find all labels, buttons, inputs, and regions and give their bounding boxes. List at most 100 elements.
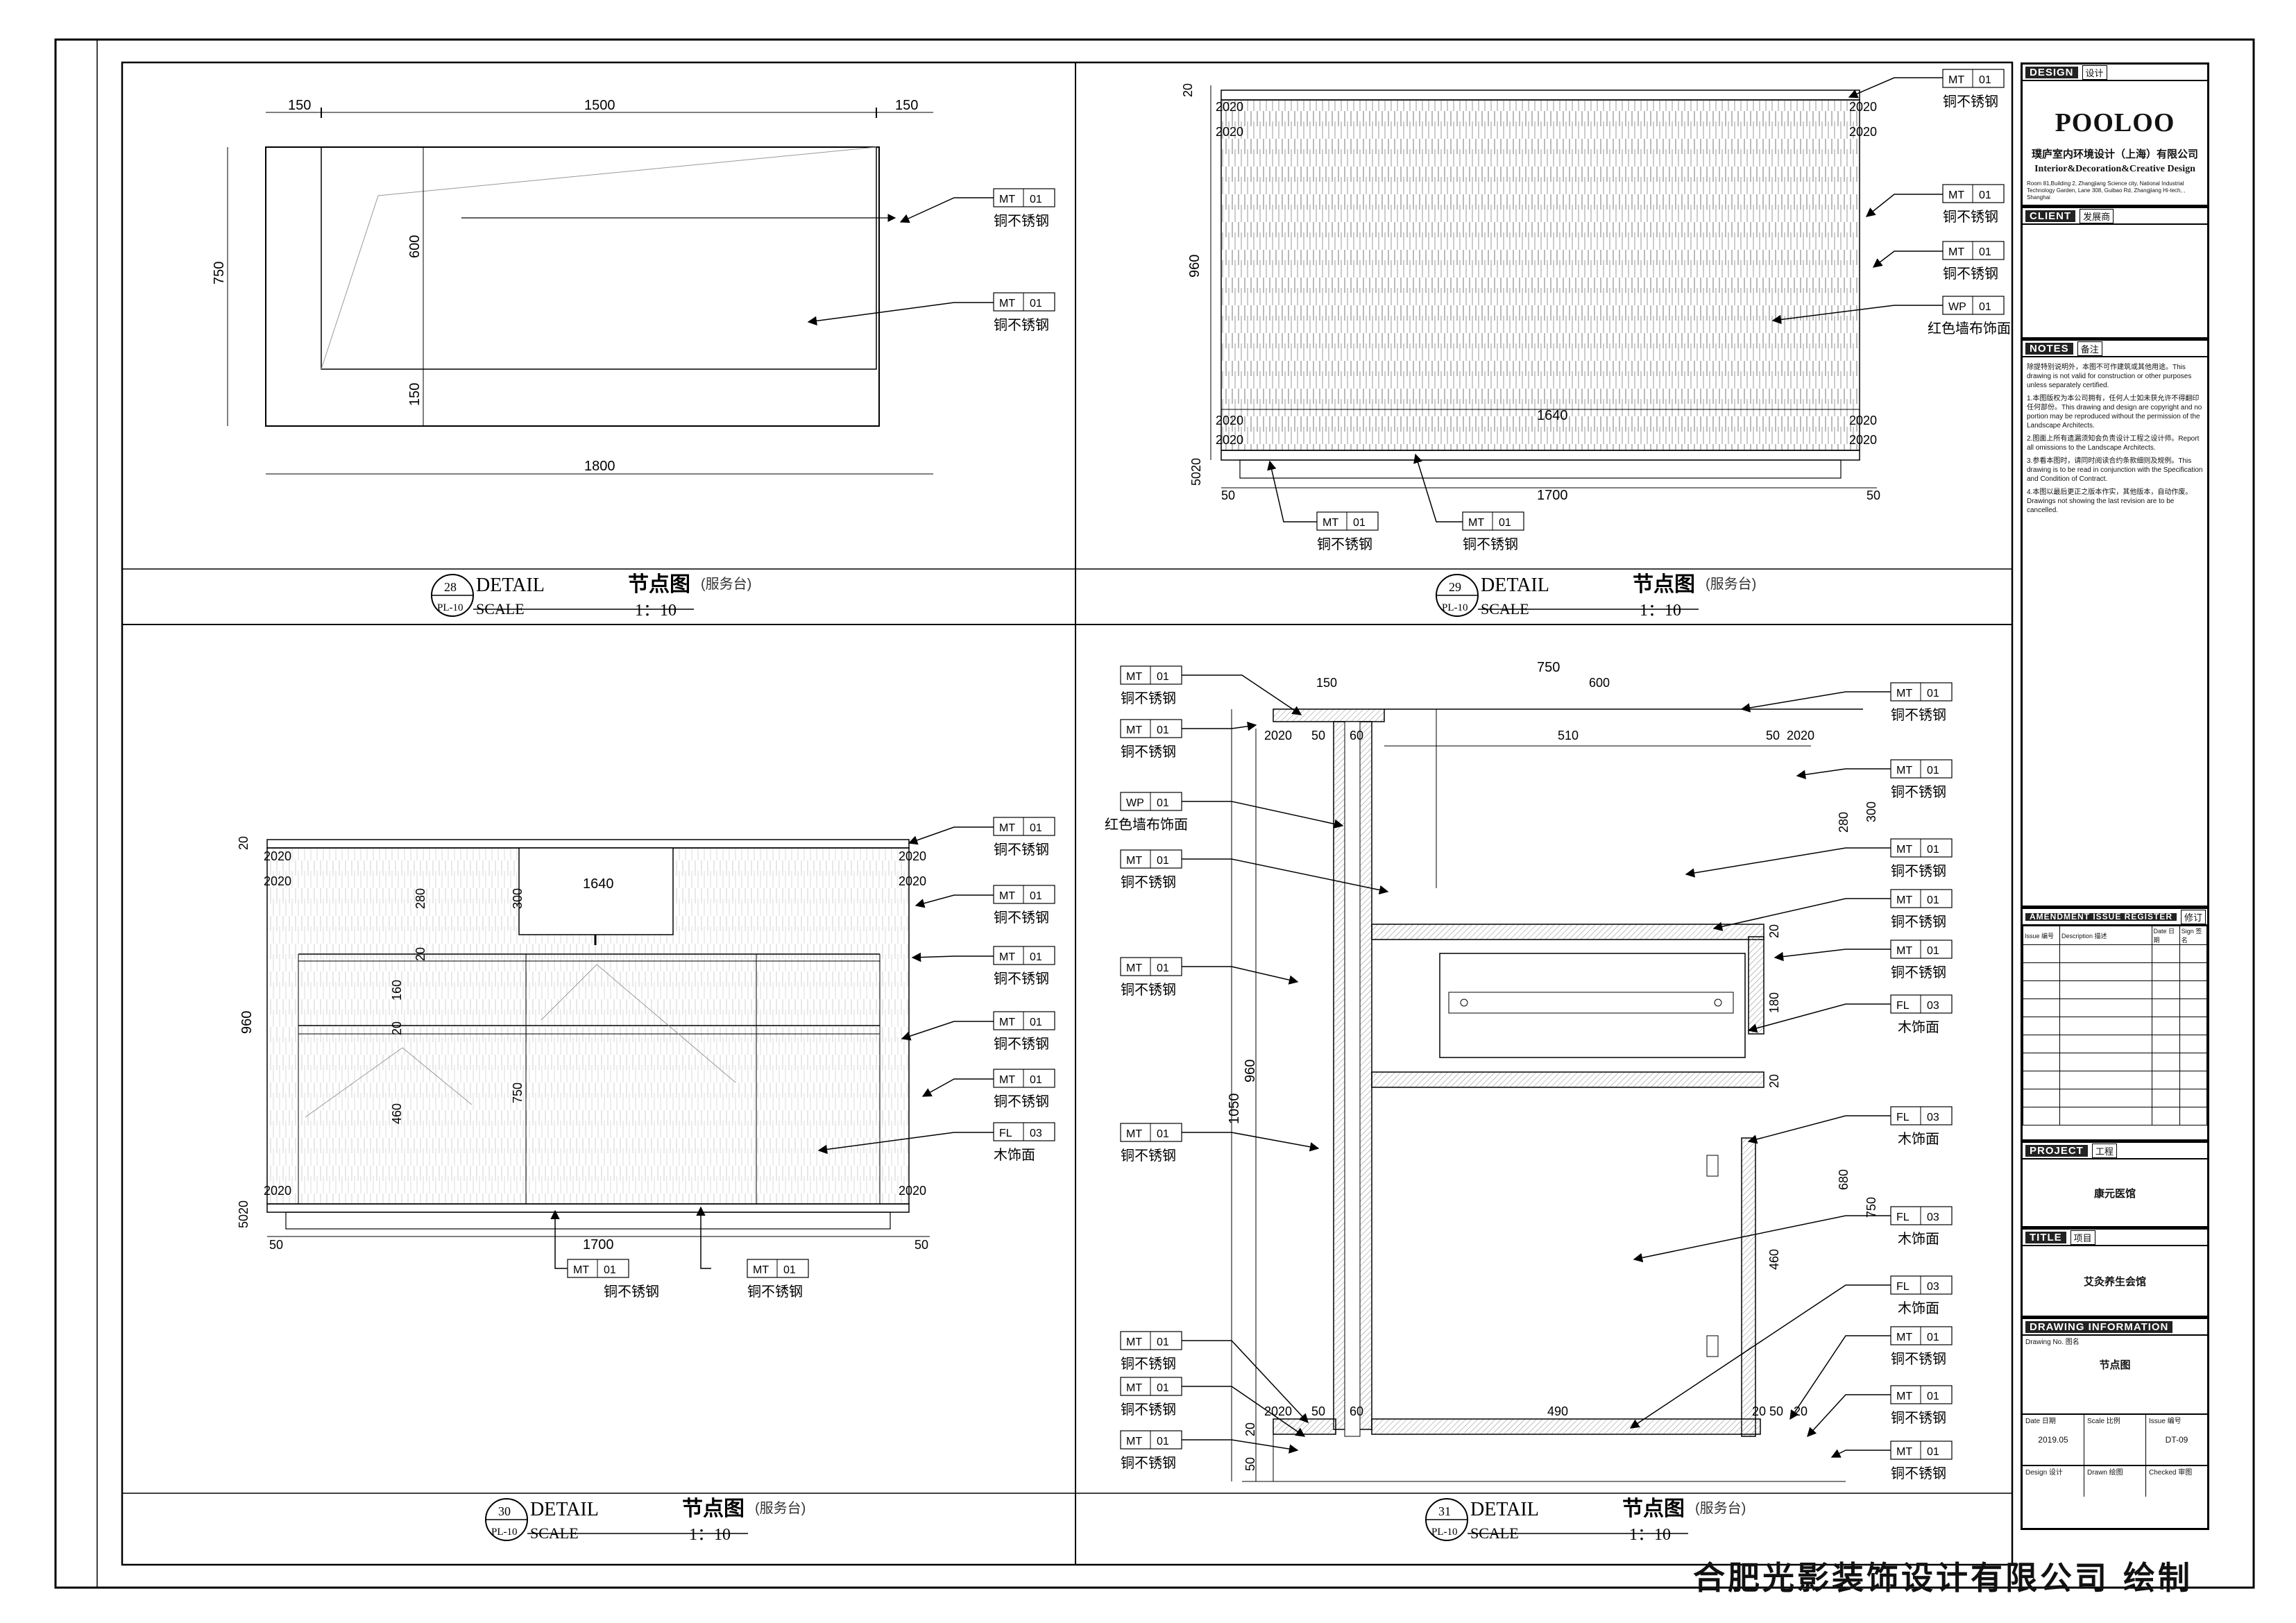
svg-text:01: 01 — [1030, 1074, 1042, 1086]
svg-text:MT: MT — [753, 1264, 769, 1276]
note: 1.本图版权为本公司拥有，任何人士如未获允许不得翻印任何部份。This draw… — [2027, 395, 2202, 430]
svg-text:节点图: 节点图 — [628, 573, 690, 596]
svg-text:铜不锈钢: 铜不锈钢 — [1121, 1356, 1176, 1372]
svg-text:60: 60 — [1350, 729, 1363, 742]
svg-text:铜不锈钢: 铜不锈钢 — [1121, 982, 1176, 998]
svg-text:280: 280 — [1837, 812, 1851, 833]
svg-text:铜不锈钢: 铜不锈钢 — [1891, 1410, 1946, 1426]
svg-text:DETAIL: DETAIL — [476, 575, 545, 596]
dim: 750 — [212, 262, 227, 284]
svg-text:180: 180 — [1767, 992, 1781, 1013]
svg-text:20: 20 — [1752, 1404, 1766, 1418]
svg-text:20: 20 — [1767, 924, 1781, 938]
svg-text:MT: MT — [1948, 246, 1964, 258]
svg-text:MT: MT — [1126, 1436, 1142, 1447]
svg-text:2020: 2020 — [899, 874, 926, 888]
svg-text:WP: WP — [1948, 301, 1966, 313]
svg-text:31: 31 — [1438, 1504, 1451, 1518]
svg-text:MT: MT — [1126, 1382, 1142, 1394]
svg-text:750: 750 — [1864, 1197, 1878, 1218]
svg-text:PL-10: PL-10 — [1431, 1527, 1458, 1538]
svg-text:460: 460 — [390, 1103, 404, 1124]
svg-text:MT: MT — [1896, 894, 1912, 906]
svg-text:1：10: 1：10 — [689, 1526, 731, 1544]
svg-text:MT: MT — [1126, 1336, 1142, 1348]
svg-text:2020: 2020 — [1216, 100, 1243, 114]
svg-text:01: 01 — [1927, 844, 1939, 856]
svg-text:MT: MT — [573, 1264, 589, 1276]
detail-31-dims: 750 150 600 510 490 1050 960 280 300 20 … — [1227, 660, 1878, 1471]
svg-text:DETAIL: DETAIL — [530, 1499, 599, 1520]
svg-text:1700: 1700 — [583, 1237, 614, 1252]
svg-text:150: 150 — [1316, 676, 1337, 690]
svg-text:01: 01 — [1030, 194, 1042, 205]
svg-text:2020: 2020 — [264, 849, 291, 863]
project-section: 康元医馆 — [2023, 1159, 2207, 1227]
svg-text:节点图: 节点图 — [1633, 573, 1695, 596]
date-cell: Date 日期 2019.05 — [2023, 1415, 2084, 1465]
checked-label: Checked 审图 — [2149, 1469, 2193, 1477]
issue-value: DT-09 — [2165, 1435, 2188, 1445]
svg-text:铜不锈钢: 铜不锈钢 — [994, 317, 1049, 333]
svg-text:铜不锈钢: 铜不锈钢 — [1891, 863, 1946, 879]
svg-text:铜不锈钢: 铜不锈钢 — [1121, 1455, 1176, 1471]
note: 3.参看本图时，请同时阅读合约条款细则及规例。This drawing is t… — [2027, 457, 2203, 483]
svg-text:(服务台): (服务台) — [755, 1500, 806, 1516]
svg-text:01: 01 — [1927, 765, 1939, 776]
svg-text:01: 01 — [1927, 1332, 1939, 1343]
svg-text:DETAIL: DETAIL — [1470, 1499, 1539, 1520]
col-header: Sign 签名 — [2179, 926, 2208, 945]
svg-text:铜不锈钢: 铜不锈钢 — [1891, 1351, 1946, 1367]
svg-text:50: 50 — [269, 1238, 283, 1252]
svg-text:木饰面: 木饰面 — [1898, 1019, 1939, 1035]
svg-text:01: 01 — [1927, 945, 1939, 957]
svg-text:03: 03 — [1927, 1281, 1939, 1293]
svg-text:01: 01 — [1927, 1446, 1939, 1458]
svg-text:MT: MT — [1126, 962, 1142, 974]
svg-text:木饰面: 木饰面 — [1898, 1300, 1939, 1316]
title-section: 艾灸养生会馆 — [2023, 1246, 2207, 1317]
svg-text:01: 01 — [1979, 74, 1991, 86]
svg-text:MT: MT — [999, 822, 1015, 834]
svg-text:SCALE: SCALE — [476, 600, 525, 618]
company-name-cn: 璞庐室内环境设计（上海）有限公司 — [2031, 148, 2198, 160]
svg-text:01: 01 — [1030, 890, 1042, 902]
svg-text:2020: 2020 — [1216, 125, 1243, 139]
svg-text:20: 20 — [390, 1021, 404, 1035]
svg-text:01: 01 — [1157, 1382, 1169, 1394]
detail-30-drawing — [266, 839, 930, 1237]
client-header: CLIENT 发展商 — [2023, 206, 2207, 225]
svg-text:铜不锈钢: 铜不锈钢 — [994, 1036, 1049, 1052]
svg-text:MT: MT — [999, 1017, 1015, 1028]
svg-text:5020: 5020 — [237, 1200, 250, 1228]
svg-text:2020: 2020 — [899, 849, 926, 863]
detail-28-dims: 150 1500 150 1800 750 600 150 — [212, 98, 918, 474]
svg-text:MT: MT — [1323, 517, 1338, 529]
svg-text:600: 600 — [1589, 676, 1610, 690]
svg-text:20: 20 — [237, 836, 250, 850]
svg-text:300: 300 — [1864, 801, 1878, 822]
drawing-no: 节点图 — [2099, 1359, 2131, 1371]
svg-text:铜不锈钢: 铜不锈钢 — [1463, 536, 1518, 552]
svg-text:01: 01 — [1030, 822, 1042, 834]
note: 4.本图以最后更正之版本作实，其他版本，自动作废。Drawings not sh… — [2027, 488, 2193, 514]
svg-text:铜不锈钢: 铜不锈钢 — [1891, 707, 1946, 723]
svg-text:铜不锈钢: 铜不锈钢 — [604, 1284, 659, 1300]
svg-text:铜不锈钢: 铜不锈钢 — [994, 842, 1049, 858]
svg-text:01: 01 — [1927, 894, 1939, 906]
svg-text:29: 29 — [1449, 580, 1461, 594]
svg-text:SCALE: SCALE — [530, 1524, 579, 1542]
svg-text:木饰面: 木饰面 — [1898, 1131, 1939, 1147]
svg-text:1：10: 1：10 — [1629, 1526, 1671, 1544]
svg-text:(服务台): (服务台) — [701, 576, 751, 592]
col-header: Issue 编号 — [2023, 926, 2060, 945]
svg-text:20: 20 — [1181, 83, 1195, 97]
